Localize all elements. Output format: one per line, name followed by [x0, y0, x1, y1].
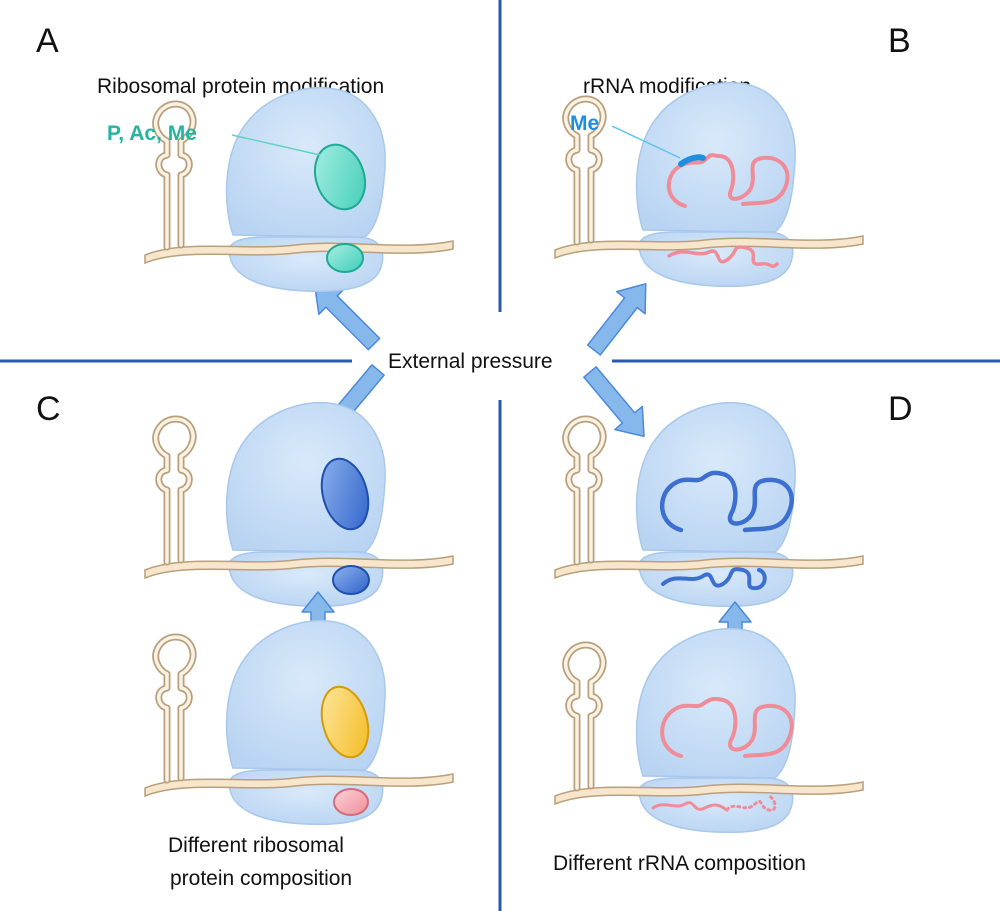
panel-letter-a: A	[36, 22, 59, 60]
caption-panel-c-line1: Different ribosomal	[168, 834, 344, 857]
mod-label-leader-a	[231, 134, 321, 156]
panel-letter-c: C	[36, 390, 61, 428]
caption-panel-c-line2: protein composition	[170, 867, 352, 890]
mod-label-panel-b: Me	[570, 112, 599, 135]
protein-blue-large	[320, 457, 370, 531]
protein-yellow-large	[320, 685, 370, 759]
methyl-mark	[678, 154, 706, 167]
rrna-pink-dotted	[725, 794, 777, 812]
mod-label-panel-a: P, Ac, Me	[107, 122, 197, 145]
rrna-blue-small	[661, 567, 767, 591]
ribosome-panel-b	[555, 81, 863, 288]
rrna-strand-small	[667, 245, 779, 268]
ribosome-panel-d-top	[555, 401, 863, 608]
arrow-to-panel-d	[575, 359, 659, 449]
ribosome-panel-d-bottom	[555, 627, 863, 834]
ribosome-panel-a	[145, 86, 453, 293]
protein-pink-small	[333, 788, 369, 816]
caption-panel-d: Different rRNA composition	[553, 852, 806, 875]
panel-letter-d: D	[888, 390, 913, 428]
mod-label-leader-b	[611, 125, 681, 159]
rrna-pink-large	[660, 696, 794, 758]
arrow-to-panel-b	[579, 271, 661, 362]
external-pressure-label: External pressure	[388, 350, 553, 373]
ribosome-panel-c-bottom	[145, 619, 453, 826]
protein-blue-small	[332, 565, 370, 595]
modified-protein-large	[314, 143, 366, 211]
rrna-blue-large	[659, 470, 794, 533]
modified-protein-small	[326, 243, 364, 273]
ribosome-panel-c-top	[145, 401, 453, 608]
rrna-pink-small	[651, 801, 729, 812]
panel-letter-b: B	[888, 22, 911, 60]
